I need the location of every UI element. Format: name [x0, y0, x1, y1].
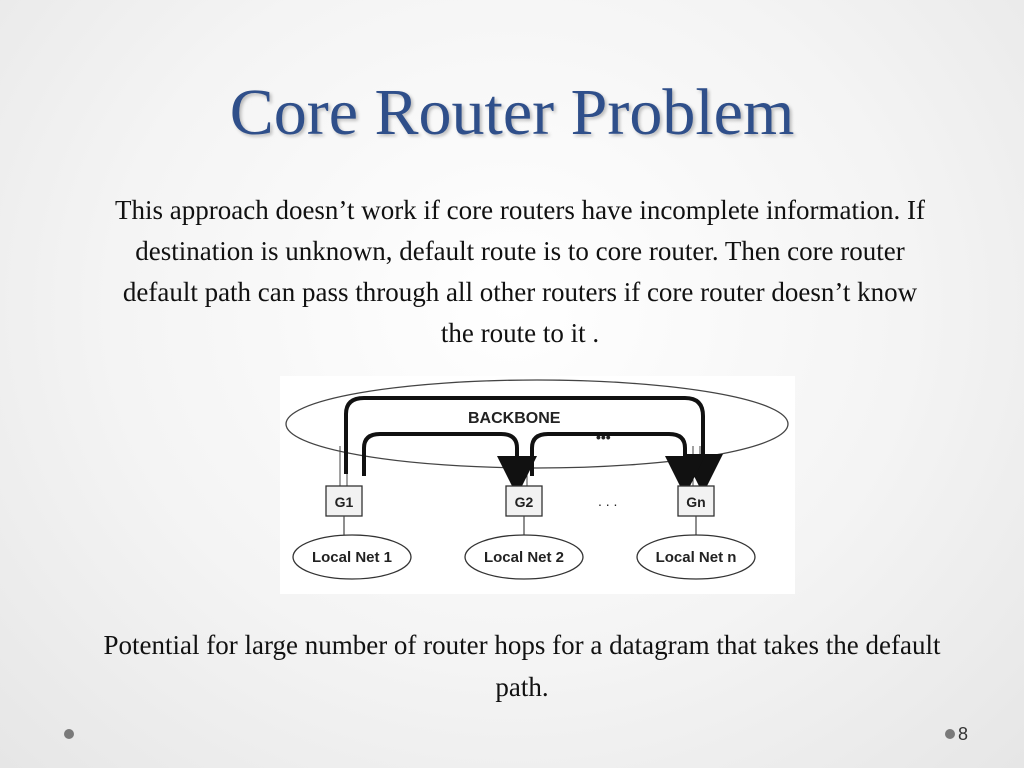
- local-net-label: Local Net 2: [484, 549, 564, 566]
- backbone-ellipse: [285, 379, 789, 469]
- diagram-caption: Potential for large number of router hop…: [103, 630, 941, 702]
- gateway-g1: G1: [325, 485, 363, 517]
- gateway-ellipsis: . . .: [598, 493, 617, 509]
- backbone-ellipsis: •••: [596, 429, 611, 445]
- route-arrow-left: [362, 432, 537, 496]
- local-net-1: Local Net 1: [292, 534, 412, 580]
- right-decorative-dot: [945, 729, 955, 739]
- gateway-label: Gn: [686, 494, 705, 510]
- gateway-label: G2: [515, 494, 534, 510]
- local-net-n: Local Net n: [636, 534, 756, 580]
- backbone-label: BACKBONE: [468, 410, 561, 427]
- route-arrow-outer: [344, 396, 723, 494]
- slide-body-text: This approach doesn’t work if core route…: [115, 195, 925, 348]
- local-net-label: Local Net 1: [312, 549, 392, 566]
- backbone-diagram: BACKBONE ••• G1 G2 Gn . . .: [280, 376, 795, 594]
- local-net-label: Local Net n: [656, 549, 737, 566]
- left-decorative-dot: [64, 729, 74, 739]
- local-net-2: Local Net 2: [464, 534, 584, 580]
- page-number: 8: [958, 724, 969, 744]
- route-arrow-right: [530, 432, 705, 496]
- gateway-gn: Gn: [677, 485, 715, 517]
- gateway-g2: G2: [505, 485, 543, 517]
- slide-title: Core Router Problem: [229, 76, 795, 149]
- gateway-label: G1: [335, 494, 354, 510]
